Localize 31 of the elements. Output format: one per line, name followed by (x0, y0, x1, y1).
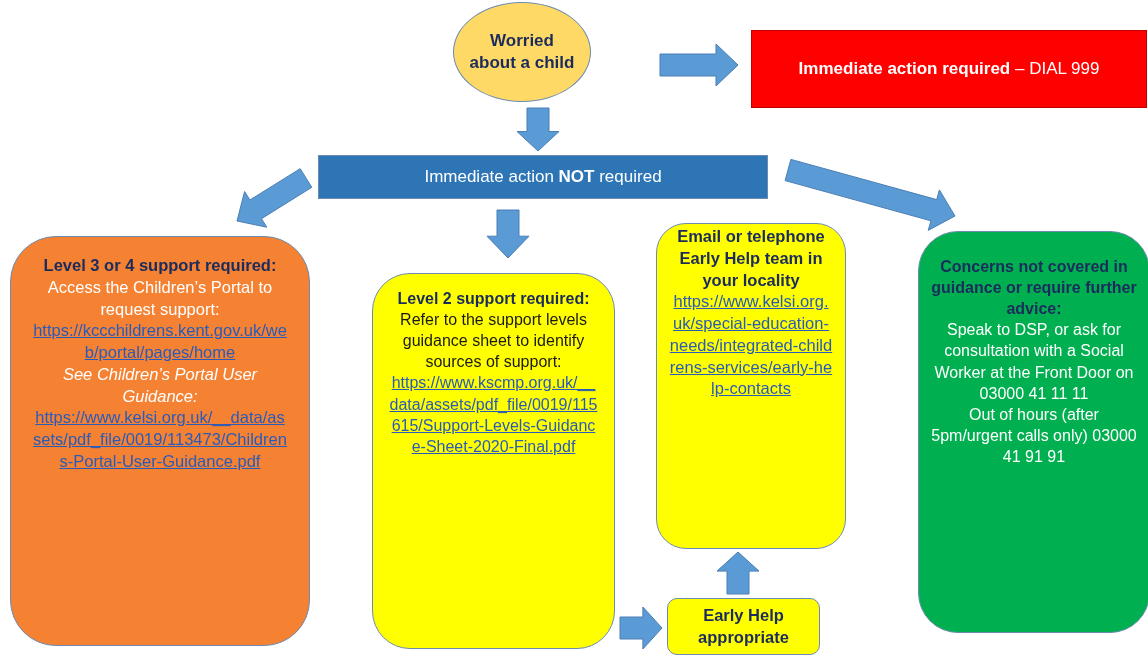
early-help-box (667, 598, 820, 655)
box-text: Immediate action required – DIAL 999 (798, 57, 1100, 80)
web-link: https://www.kscmp.org.uk/__data/assets/pdf_file/0019/115615/Support-Levels-Guidance-Sheet-2020-Final.pdf (389, 373, 598, 457)
box-text: Immediate action NOT required (424, 165, 662, 188)
box-heading: Email or telephone Early Help team in your locality (676, 226, 826, 291)
box-text: Refer to the support levels guidance sheet to identify sources of support: (399, 310, 588, 373)
box-heading: Concerns not covered in guidance or require further advice: (931, 257, 1137, 320)
block-arrow (236, 168, 313, 228)
box-heading: Level 2 support required: (397, 289, 590, 309)
box-heading: Level 3 or 4 support required: (43, 255, 277, 276)
box-heading: Worried about a child (468, 29, 576, 74)
decision-bar (318, 155, 768, 199)
action-box (751, 30, 1147, 108)
block-arrow (486, 209, 530, 259)
box-text: Speak to DSP, or ask for consultation with a Social Worker at the Front Door on 03000 41 11 11 (933, 320, 1135, 404)
box-text: See Children’s Portal User Guidance: (61, 363, 259, 407)
block-arrow (619, 606, 663, 650)
block-arrow (716, 551, 760, 595)
box-heading: Early Help appropriate (697, 604, 790, 648)
block-arrow (516, 107, 560, 152)
early-help-contact-box (656, 223, 846, 549)
block-arrow (659, 43, 739, 87)
block-arrow (784, 158, 956, 231)
box-text: Out of hours (after 5pm/urgent calls only) 03000 41 91 91 (931, 404, 1137, 467)
web-link: https://www.kelsi.org.uk/__data/assets/pdf_file/0019/113473/Childrens-Portal-User-Guidance.pdf (33, 407, 287, 472)
box-text: Access the Children’s Portal to request support: (46, 276, 274, 320)
web-link: https://www.kelsi.org.uk/special-education-needs/integrated-childrens-services/early-help-contacts (669, 291, 833, 400)
web-link: https://kccchildrens.kent.gov.uk/web/portal/pages/home (33, 320, 287, 364)
level-3-4-box (10, 236, 310, 646)
level-2-box (372, 273, 615, 649)
advice-box (918, 231, 1148, 633)
